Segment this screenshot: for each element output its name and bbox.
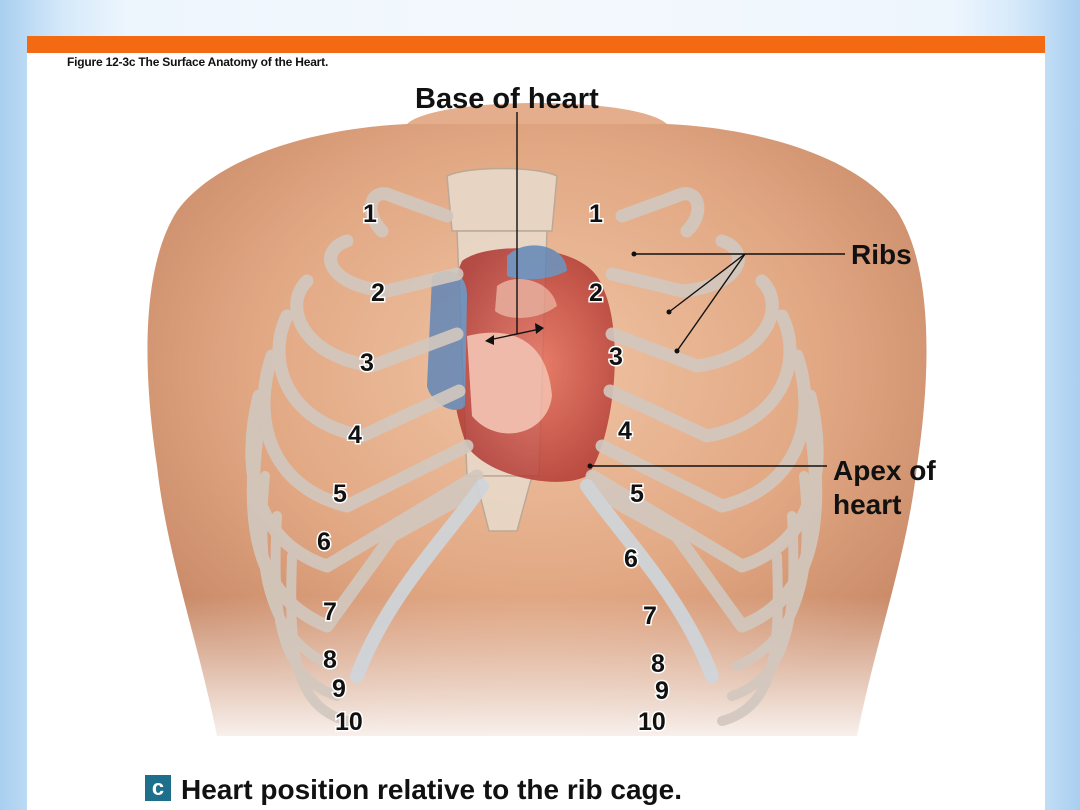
rib-number-left-2: 2 — [371, 279, 385, 307]
rib-number-left-9: 9 — [332, 675, 346, 703]
rib-number-right-2: 2 — [589, 279, 603, 307]
rib-cage — [245, 187, 824, 726]
panel-caption: c Heart position relative to the rib cage… — [145, 774, 682, 806]
rib-number-right-6: 6 — [624, 545, 638, 573]
leader-lines — [488, 112, 845, 467]
rib-number-right-10: 10 — [638, 708, 666, 736]
label-base-of-heart: Base of heart — [415, 83, 599, 115]
figure-caption: Figure 12-3c The Surface Anatomy of the … — [67, 55, 329, 69]
rib-number-left-5: 5 — [333, 480, 347, 508]
bottom-fade — [127, 596, 947, 756]
rib-number-right-9: 9 — [655, 677, 669, 705]
label-apex-line2: heart — [833, 489, 901, 520]
leader-dots — [485, 251, 680, 469]
panel-letter-badge: c — [145, 775, 171, 801]
rib-number-right-7: 7 — [643, 602, 657, 630]
rib-number-right-3: 3 — [609, 343, 623, 371]
slide: Base of heart Ribs Apex of heart 1 2 3 4… — [27, 36, 1045, 810]
chest-diagram: Base of heart Ribs Apex of heart 1 2 3 4… — [127, 83, 947, 756]
neck — [407, 103, 667, 124]
label-ribs: Ribs — [851, 239, 912, 270]
rib-number-right-4: 4 — [618, 417, 632, 445]
rib-numbers-right: 1 2 3 4 5 6 7 8 9 10 — [588, 199, 671, 738]
rib-number-right-8: 8 — [651, 650, 665, 678]
title-accent-bar — [27, 36, 1045, 53]
rib-number-left-1: 1 — [363, 200, 377, 228]
rib-number-right-1: 1 — [589, 200, 603, 228]
heart — [427, 245, 615, 482]
rib-number-left-7: 7 — [323, 598, 337, 626]
rib-number-left-4: 4 — [348, 421, 362, 449]
panel-caption-text: Heart position relative to the rib cage. — [181, 774, 683, 805]
rib-number-left-8: 8 — [323, 646, 337, 674]
rib-number-left-6: 6 — [317, 528, 331, 556]
rib-number-right-5: 5 — [630, 480, 644, 508]
rib-number-left-10: 10 — [335, 708, 363, 736]
rib-number-left-3: 3 — [360, 349, 374, 377]
label-apex-line1: Apex of — [833, 455, 936, 486]
rib-numbers-left: 1 2 3 4 5 6 7 8 9 10 — [316, 199, 387, 738]
